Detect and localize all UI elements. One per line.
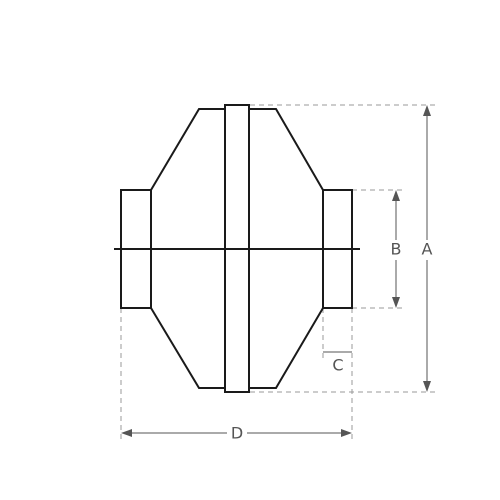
label-d-background — [227, 424, 247, 443]
label-a-background — [418, 240, 436, 260]
dimension-b: B — [387, 190, 405, 308]
dimension-label-d: D — [231, 424, 243, 443]
arrow-a-bottom — [423, 381, 431, 392]
dimension-a: A — [418, 105, 436, 392]
arrow-d-left — [121, 429, 132, 437]
reducer-body — [114, 104, 360, 393]
arrow-d-right — [341, 429, 352, 437]
dimension-label-c: C — [332, 356, 343, 375]
label-b-background — [387, 240, 405, 260]
dimension-label-b: B — [391, 240, 402, 259]
dimension-label-a: A — [422, 240, 433, 259]
extension-lines — [120, 104, 436, 442]
arrow-b-bottom — [392, 297, 400, 308]
arrow-a-top — [423, 105, 431, 116]
dimension-c: C — [323, 351, 352, 375]
arrow-b-top — [392, 190, 400, 201]
dimension-d: D — [121, 424, 352, 443]
